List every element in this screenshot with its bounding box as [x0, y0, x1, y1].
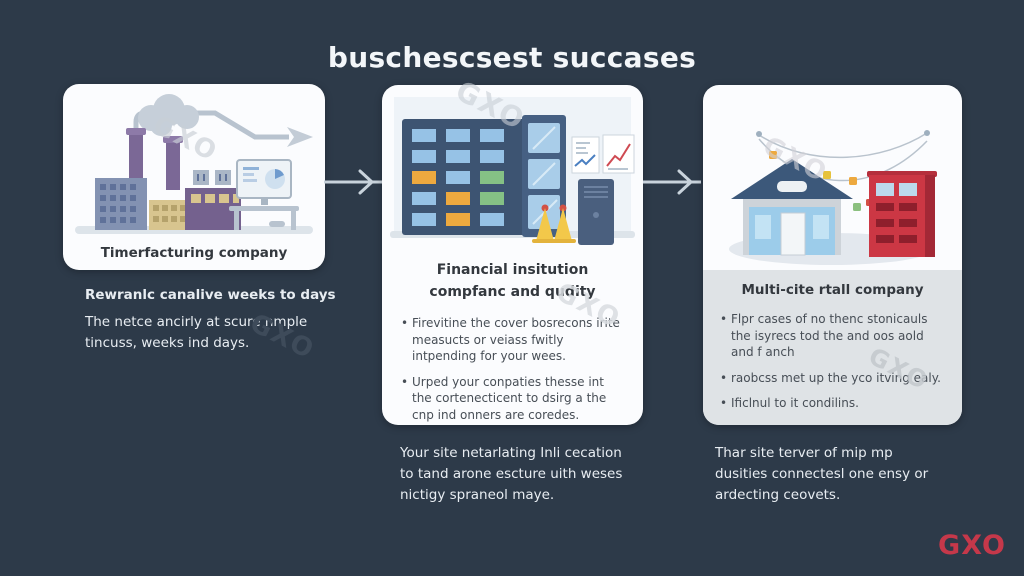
card-heading: Multi-cite rtall company — [741, 282, 924, 298]
server-tower-icon — [867, 171, 937, 257]
card-heading-line1: Financial insitution — [436, 262, 589, 278]
flow-arrow-2-icon — [643, 169, 701, 195]
wall-posters-icon — [571, 134, 635, 174]
note-manufacturing: Rewranlc canalive weeks to days The netc… — [85, 287, 336, 354]
vending-machine-illustration — [390, 97, 635, 245]
note-financial: Your site netarlating Inli cecation to t… — [400, 443, 632, 506]
note-retail: Thar site terver of mip mp dusities conn… — [715, 443, 943, 506]
locker-cabinet-icon — [402, 119, 526, 235]
factory-illustration — [75, 94, 313, 234]
card-heading: Financial insitution compfanc and qudity — [382, 259, 643, 303]
bullet-item: Ificlnul to it condilins. — [719, 395, 949, 412]
door-icon — [522, 115, 566, 237]
note-heading: Rewranlc canalive weeks to days — [85, 287, 336, 303]
bullet-list: Flpr cases of no thenc stonicauls the is… — [719, 311, 949, 421]
flow-arrow-1-icon — [324, 169, 382, 195]
bullet-list: Firevitine the cover bosrecons irite mea… — [400, 315, 620, 432]
bullet-item: raobcss met up the yco itving ealy. — [719, 370, 949, 387]
smoke-icon — [138, 94, 199, 136]
note-body: Thar site terver of mip mp dusities conn… — [715, 445, 929, 503]
server-box-icon — [578, 179, 614, 245]
card-retail: GXO Multi-cite rtall company Flpr cases … — [703, 85, 962, 425]
house-icon — [731, 159, 853, 256]
bullet-item: Firevitine the cover bosrecons irite mea… — [400, 315, 620, 365]
gxo-logo: GXO — [938, 530, 1006, 561]
card-caption: Timerfacturing company — [100, 245, 288, 261]
note-body: The netce ancirly at scure nmple tincuss… — [85, 314, 308, 351]
bullet-item: Urped your conpaties thesse int the cort… — [400, 374, 620, 424]
monitor-icon — [229, 159, 299, 230]
note-body: Your site netarlating Inli cecation to t… — [400, 445, 623, 503]
card-heading-line2: compfanc and qudity — [429, 284, 596, 300]
traffic-cones-icon — [532, 204, 576, 243]
card-financial-institution: GXO Financial insitution compfanc and qu… — [382, 74, 643, 425]
slide-title: buschescsest succases — [327, 40, 697, 74]
card-manufacturing: GXO Timerfacturing company — [63, 84, 325, 270]
smokestacks-icon — [126, 128, 183, 190]
bullet-item: Flpr cases of no thenc stonicauls the is… — [719, 311, 949, 361]
connected-sites-illustration — [729, 130, 937, 265]
